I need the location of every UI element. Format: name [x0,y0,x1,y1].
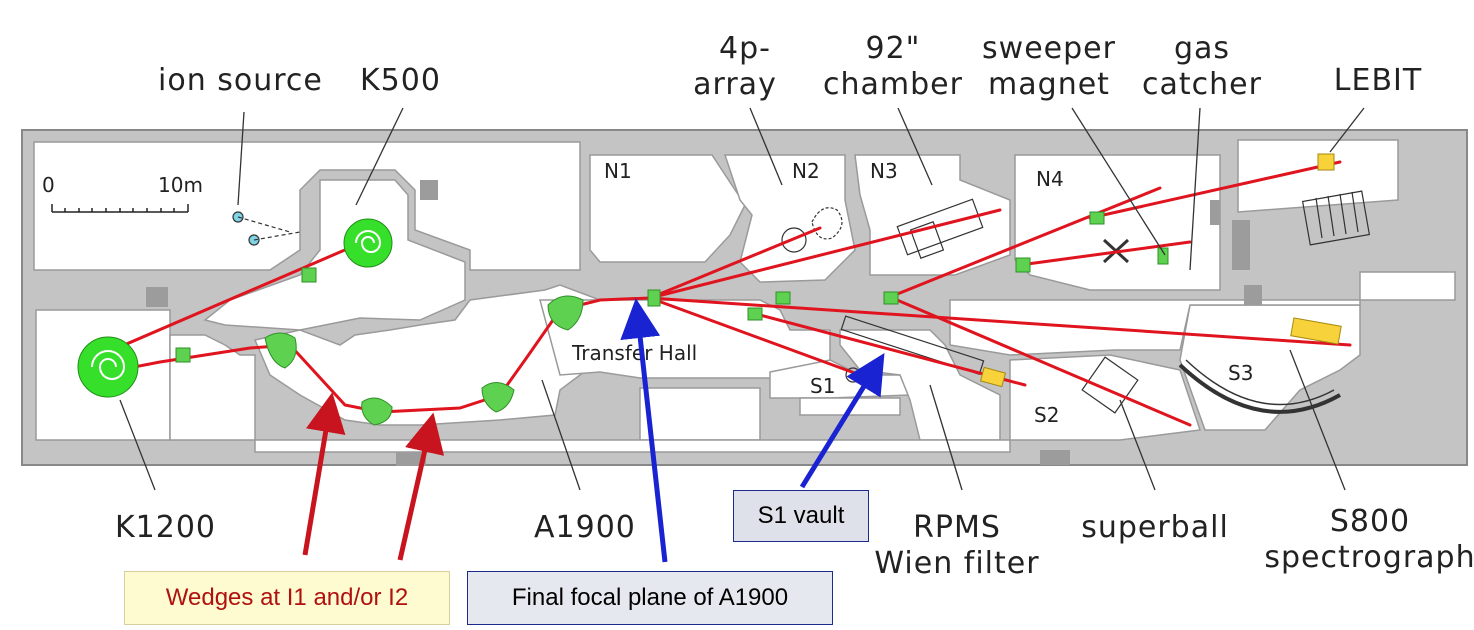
label-lebit: LEBIT [1334,63,1422,98]
chamber-92-inner [909,221,945,259]
label-ion-source: ion source [158,63,323,98]
s1-vault-callout: S1 vault [733,490,869,542]
label-superball: superball [1081,510,1229,545]
cyclotron-k500 [343,218,393,268]
magnet-i1-left [264,332,297,369]
beam-n4-lower [1018,240,1192,267]
label-a1900: A1900 [534,510,636,545]
detectors [979,153,1342,388]
magnet-i4 [547,295,584,331]
beam-n3 [648,208,1002,300]
s800-arc [1178,363,1341,414]
label-4p-line1: 4p- [719,31,771,66]
scale-start-label: 0 [42,173,55,197]
label-4p-line2: array [693,67,777,102]
beam-lebit [1088,160,1342,220]
magnet-th-2 [883,291,899,305]
room-labels: N1 N2 N3 N4 S1 S2 S3 Transfer Hall [571,159,1253,427]
room-n4: N4 [1036,167,1064,191]
label-s800-line1: S800 [1330,504,1410,539]
array-4p-outline [811,207,843,240]
magnet-k1200-out [175,347,191,363]
magnet-i3 [481,382,515,413]
room-n3: N3 [870,159,898,183]
beam-n4-upper [888,186,1162,299]
label-gas-line1: gas [1174,31,1230,66]
chamber-92-device [896,198,984,256]
magnet-s1-line [747,307,763,321]
magnet-n4-b [1089,211,1105,225]
beam-lines [106,160,1352,427]
label-sweeper-line2: magnet [988,67,1110,102]
room-n2: N2 [792,159,820,183]
outer-labels: ion source K500 4p- array 92" chamber sw… [115,31,1474,581]
building-walls [21,129,1468,466]
scale-bar [51,204,189,213]
label-92-line2: chamber [823,67,963,102]
arrow-wedge-i1 [302,392,346,556]
magnet-th-1 [775,291,791,305]
beam-s2 [888,295,1192,427]
cyclotron-k1200 [77,336,139,398]
magnet-n4-c [1157,247,1169,265]
label-k500: K500 [360,63,441,98]
label-k1200: K1200 [115,510,216,545]
lebit-stairs [1301,190,1371,246]
label-92-line1: 92" [866,31,921,66]
room-s1: S1 [810,374,835,398]
rpms-filter-device [840,315,985,375]
pointer-lines [119,107,1365,491]
magnets [175,211,1169,426]
magnet-i2 [361,397,393,426]
scale-end-label: 10m [158,173,203,197]
transfer-hall-label: Transfer Hall [571,341,697,365]
s800-detector [1290,317,1342,345]
magnet-k500-out [301,267,317,283]
arrow-s1-vault [799,352,885,489]
rpms-detector [979,366,1007,388]
final-focal-plane-callout: Final focal plane of A1900 [467,571,833,625]
arrow-focal-plane [620,298,668,563]
magnet-focal [647,289,661,307]
room-s2: S2 [1034,403,1059,427]
room-s3: S3 [1228,361,1253,385]
label-rpms-line2: Wien filter [874,546,1039,581]
beam-rpms [758,313,1027,387]
arrow-wedge-i2 [397,412,445,561]
label-s800-line2: spectrograph [1264,540,1474,575]
label-sweeper-line1: sweeper [982,31,1116,66]
label-gas-line2: catcher [1142,67,1262,102]
beam-s1 [648,296,862,377]
annotation-arrows [302,298,885,563]
beam-n2 [648,226,822,300]
label-rpms-line1: RPMS [913,510,1001,545]
wedges-callout: Wedges at I1 and/or I2 [124,571,450,625]
beam-s3 [648,296,1352,347]
array-4p-device [781,227,807,253]
lebit-device [1317,153,1335,171]
beam-k500-k1200 [106,238,370,354]
room-n1: N1 [604,159,632,183]
magnet-n4-a [1015,257,1031,273]
